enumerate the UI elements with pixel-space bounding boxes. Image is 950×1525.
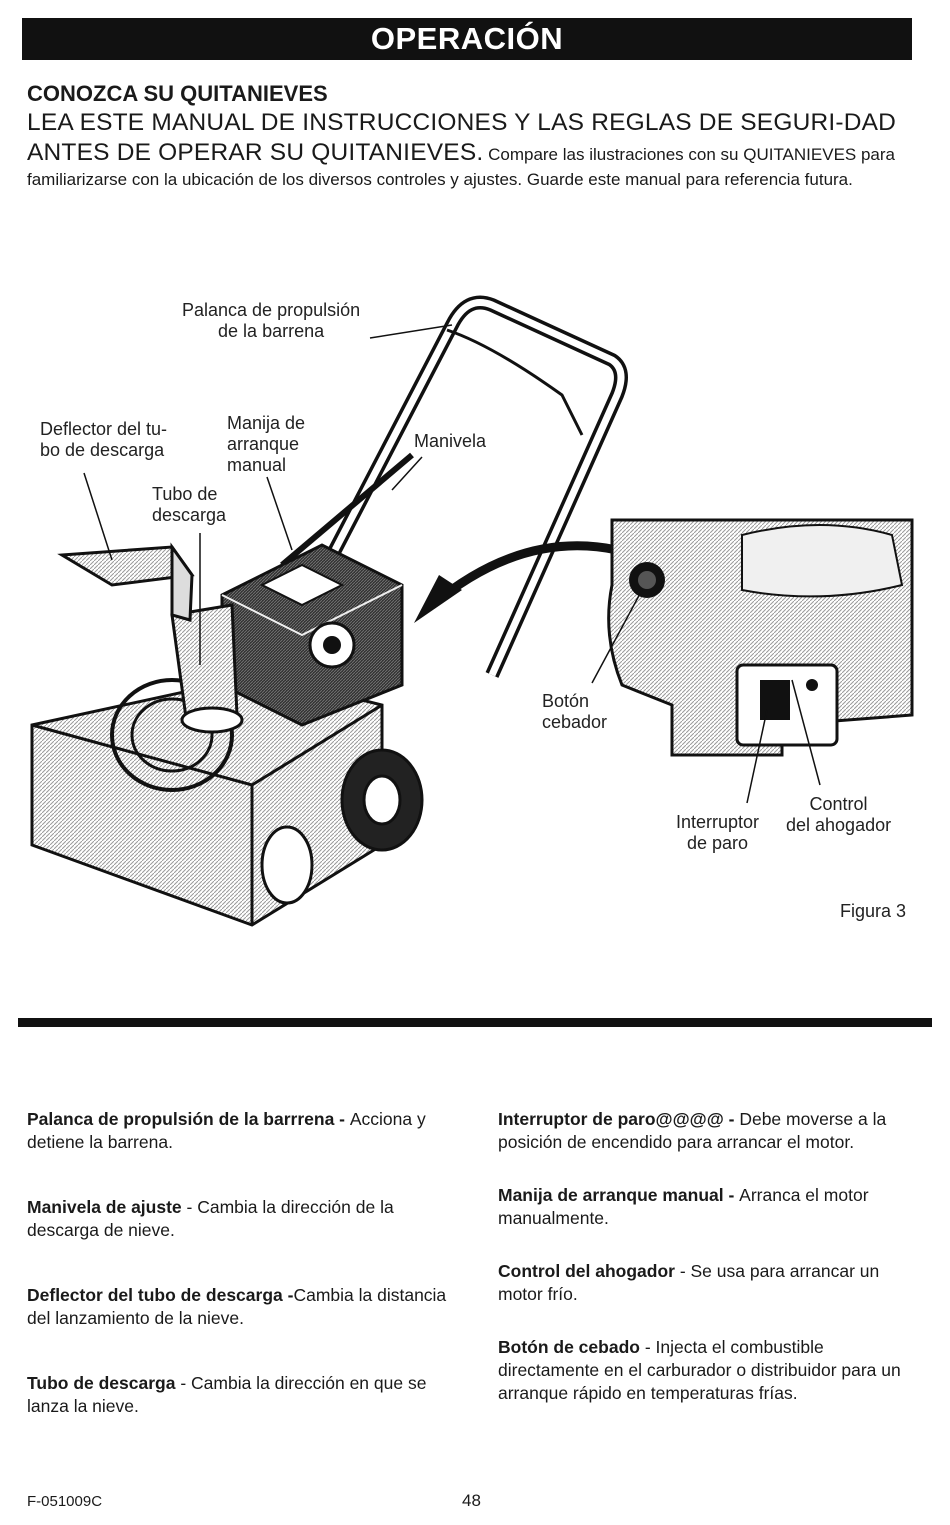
label-choke: Control del ahogador bbox=[786, 794, 891, 836]
description-starter-handle: Manija de arranque manual - Arranca el m… bbox=[498, 1184, 923, 1230]
label-choke-text: Control del ahogador bbox=[786, 794, 892, 835]
label-chute-text: Tubo de descarga bbox=[152, 484, 227, 525]
page-number: 48 bbox=[462, 1491, 481, 1510]
snowthrower-illustration bbox=[30, 295, 914, 927]
label-deflector: Deflector del tu- bo de descarga bbox=[40, 419, 167, 461]
label-primer-text: Botón cebador bbox=[542, 691, 608, 732]
label-starter-handle: Manija de arranque manual bbox=[227, 413, 305, 476]
label-auger-lever: Palanca de propulsión de la barrena bbox=[182, 300, 360, 342]
description-choke: Control del ahogador - Se usa para arran… bbox=[498, 1260, 923, 1306]
label-stop-switch: Interruptor de paro bbox=[676, 812, 759, 854]
description-text: - Se usa para arrancar un motor frío. bbox=[498, 1261, 880, 1304]
page-header: OPERACIÓN bbox=[22, 18, 912, 60]
crank-rod bbox=[280, 452, 414, 568]
description-text: - Injecta el combustible directamente en… bbox=[498, 1337, 901, 1403]
description-text: Debe moverse a la posición de encendido … bbox=[498, 1109, 887, 1152]
description-text: Acciona y detiene la barrena. bbox=[27, 1109, 426, 1152]
description-auger-lever: Palanca de propulsión de la barrrena - A… bbox=[27, 1108, 457, 1154]
label-primer: Botón cebador bbox=[542, 691, 607, 733]
descriptions-left-column: Palanca de propulsión de la barrrena - A… bbox=[27, 1108, 457, 1460]
figure-caption: Figura 3 bbox=[840, 901, 907, 921]
label-stop-switch-text: Interruptor de paro bbox=[676, 812, 760, 853]
description-text: - Cambia la dirección en que se lanza la… bbox=[27, 1373, 427, 1416]
description-term: Botón de cebado bbox=[498, 1337, 640, 1357]
description-term: Tubo de descarga bbox=[27, 1373, 176, 1393]
document-code: F-051009C bbox=[27, 1493, 103, 1510]
label-deflector-text: Deflector del tu- bo de descarga bbox=[40, 419, 168, 460]
section-title: CONOZCA SU QUITANIEVES bbox=[27, 81, 328, 106]
description-term: Palanca de propulsión de la barrrena - bbox=[27, 1109, 350, 1129]
label-crank-text: Manivela bbox=[414, 431, 487, 451]
auger-lever bbox=[446, 328, 584, 436]
description-term: Deflector del tubo de descarga - bbox=[27, 1285, 294, 1305]
description-text: Arranca el motor manualmente. bbox=[498, 1185, 869, 1228]
intro-paragraph: LEA ESTE MANUAL DE INSTRUCCIONES Y LAS R… bbox=[27, 108, 917, 191]
descriptions-right-column: Interruptor de paro@@@@ - Debe moverse a… bbox=[498, 1108, 923, 1435]
description-primer: Botón de cebado - Injecta el combustible… bbox=[498, 1336, 923, 1405]
description-chute: Tubo de descarga - Cambia la dirección e… bbox=[27, 1372, 457, 1418]
label-chute: Tubo de descarga bbox=[152, 484, 226, 526]
description-term: Control del ahogador bbox=[498, 1261, 675, 1281]
label-starter-handle-text: Manija de arranque manual bbox=[227, 413, 306, 475]
description-crank: Manivela de ajuste - Cambia la dirección… bbox=[27, 1196, 457, 1242]
intro-body: Compare las ilustraciones con su QUITANI… bbox=[27, 145, 896, 189]
description-term: Manivela de ajuste bbox=[27, 1197, 182, 1217]
description-text: - Cambia la dirección de la descarga de … bbox=[27, 1197, 394, 1240]
description-term: Interruptor de paro@@@@ - bbox=[498, 1109, 740, 1129]
label-auger-lever-text: Palanca de propulsión de la barrena bbox=[182, 300, 361, 341]
intro-lead: LEA ESTE MANUAL DE INSTRUCCIONES Y LAS R… bbox=[27, 109, 897, 166]
description-deflector: Deflector del tubo de descarga -Cambia l… bbox=[27, 1284, 457, 1330]
section-divider bbox=[18, 1018, 932, 1027]
description-text: Cambia la distancia del lanzamiento de l… bbox=[27, 1285, 447, 1328]
description-term: Manija de arranque manual - bbox=[498, 1185, 740, 1205]
label-crank: Manivela bbox=[414, 431, 486, 452]
snowthrower-figure: Palanca de propulsión de la barrena Defl… bbox=[22, 285, 922, 955]
description-stop-switch: Interruptor de paro@@@@ - Debe moverse a… bbox=[498, 1108, 923, 1154]
